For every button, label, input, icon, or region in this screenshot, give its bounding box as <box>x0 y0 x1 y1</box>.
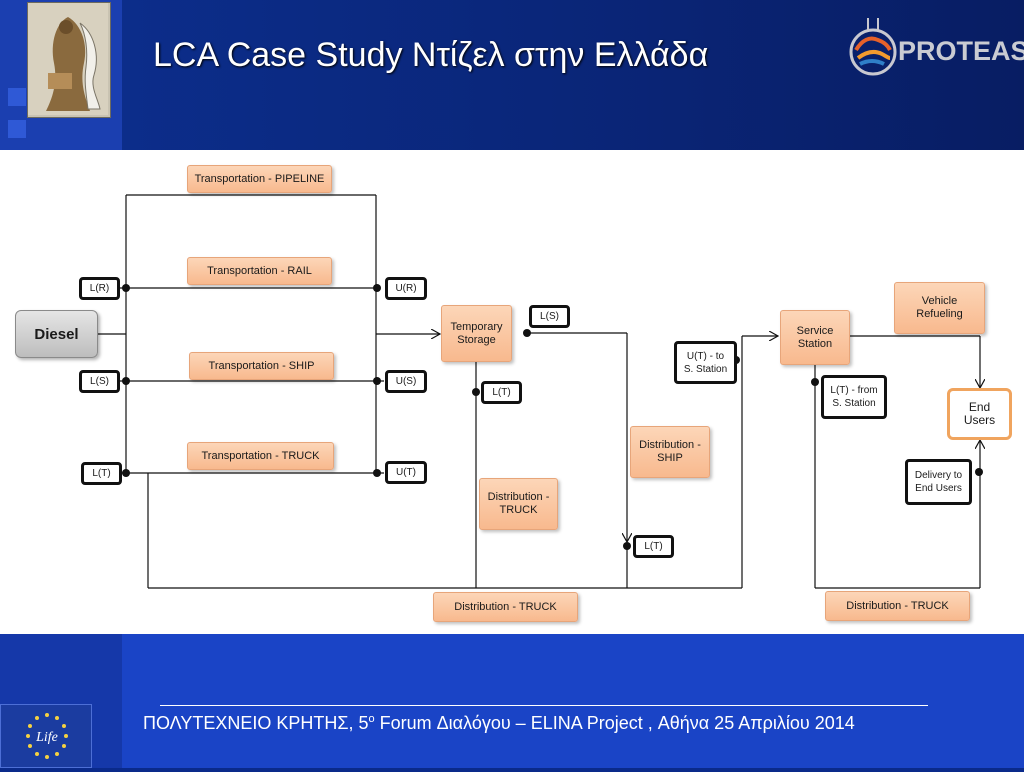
eu-stars-icon: Life <box>26 713 68 759</box>
decor-square <box>8 88 26 106</box>
transport-rail-node: Transportation - RAIL <box>187 257 332 285</box>
flow-connectors <box>98 194 1024 589</box>
footer-event: Forum Διαλόγου – ELINA Project , Αθήνα 2… <box>374 713 855 733</box>
load-truck-label: L(T) <box>81 462 122 485</box>
delivery-end-users-label: Delivery to End Users <box>905 459 972 505</box>
slide-footer <box>0 634 1024 768</box>
unload-truck-label: U(T) <box>385 461 427 484</box>
footer-caption: ΠΟΛΥΤΕΧΝΕΙΟ ΚΡΗΤΗΣ, 5ο Forum Διαλόγου – … <box>143 713 855 734</box>
unload-to-station-label: U(T) - to S. Station <box>674 341 737 384</box>
diesel-node: Diesel <box>15 310 98 358</box>
load-ship-label: L(S) <box>79 370 120 393</box>
eu-life-logo: Life <box>0 704 92 768</box>
university-emblem <box>27 2 111 118</box>
storage-load-truck-label: L(T) <box>481 381 522 404</box>
ship-unload-truck-label: L(T) <box>633 535 674 558</box>
slide-title: LCA Case Study Ντίζελ στην Ελλάδα <box>153 36 709 74</box>
temporary-storage-node: Temporary Storage <box>441 305 512 362</box>
footer-superscript: ο <box>368 713 375 725</box>
distribution-truck-bottom-node: Distribution - TRUCK <box>433 592 578 622</box>
end-users-node: End Users <box>947 388 1012 440</box>
logo-text: PROTEAS <box>898 36 1024 66</box>
transport-ship-node: Transportation - SHIP <box>189 352 334 380</box>
decor-square <box>8 120 26 138</box>
load-from-station-label: L(T) - from S. Station <box>821 375 887 419</box>
unload-ship-label: U(S) <box>385 370 427 393</box>
diagram-panel: Diesel Transportation - PIPELINE Transpo… <box>0 150 1024 634</box>
service-station-node: Service Station <box>780 310 850 365</box>
distribution-ship-node: Distribution - SHIP <box>630 426 710 478</box>
unload-rail-label: U(R) <box>385 277 427 300</box>
flask-logo-icon <box>849 18 897 76</box>
footer-institution: ΠΟΛΥΤΕΧΝΕΙΟ ΚΡΗΤΗΣ, 5 <box>143 713 369 733</box>
distribution-truck-right-node: Distribution - TRUCK <box>825 591 970 621</box>
slide-header: LCA Case Study Ντίζελ στην Ελλάδα PROTEA… <box>0 0 1024 150</box>
load-rail-label: L(R) <box>79 277 120 300</box>
transport-truck-node: Transportation - TRUCK <box>187 442 334 470</box>
vehicle-refueling-node: Vehicle Refueling <box>894 282 985 334</box>
storage-load-ship-label: L(S) <box>529 305 570 328</box>
footer-rule <box>160 705 928 706</box>
eu-label: Life <box>35 730 58 745</box>
distribution-truck-mid-node: Distribution - TRUCK <box>479 478 558 530</box>
proteas-logo: PROTEAS <box>848 14 1024 78</box>
emblem-figure-icon <box>28 3 108 115</box>
transport-pipeline-node: Transportation - PIPELINE <box>187 165 332 193</box>
